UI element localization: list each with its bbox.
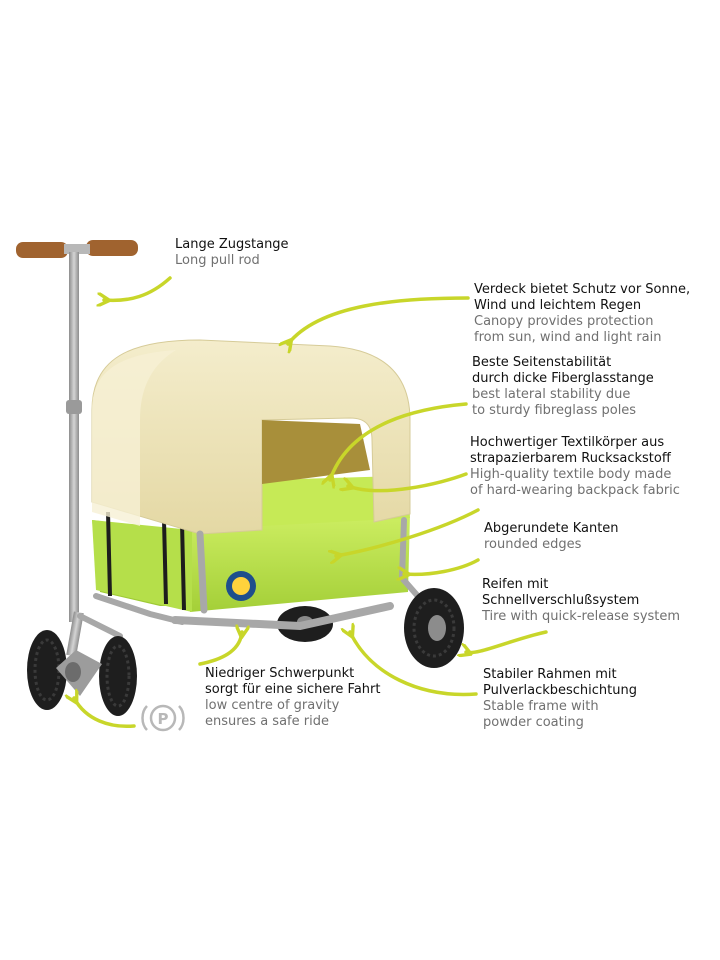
label-en-1: low centre of gravity: [205, 698, 340, 713]
label-de: Abgerundete Kanten: [484, 521, 619, 536]
label-frame: Stabiler Rahmen mit Pulverlackbeschichtu…: [483, 667, 637, 731]
label-textile: Hochwertiger Textilkörper aus strapazier…: [470, 435, 680, 499]
front-right-wheel: [404, 588, 464, 668]
handle-grip-right: [86, 240, 138, 256]
label-de: Lange Zugstange: [175, 237, 289, 252]
arrow-textile: [348, 472, 468, 493]
label-en-2: of hard-wearing backpack fabric: [470, 483, 680, 498]
label-en-2: to sturdy fibreglass poles: [472, 403, 637, 418]
label-de-1: Beste Seitenstabilität: [472, 355, 612, 370]
label-canopy: Verdeck bietet Schutz vor Sonne, Wind un…: [474, 282, 690, 346]
label-en: Tire with quick-release system: [482, 609, 681, 624]
pull-rod: [16, 240, 138, 657]
arrow-tires: [466, 630, 548, 653]
label-de-1: Hochwertiger Textilkörper aus: [470, 435, 665, 450]
label-de-2: sorgt für eine sichere Fahrt: [205, 682, 381, 697]
label-gravity: Niedriger Schwerpunkt sorgt für eine sic…: [205, 666, 381, 730]
arrow-edges: [336, 508, 480, 556]
label-de-2: Schnellverschlußsystem: [482, 593, 640, 608]
label-en-1: Stable frame with: [483, 699, 599, 714]
label-en-2: from sun, wind and light rain: [474, 330, 662, 345]
label-de-1: Stabiler Rahmen mit: [483, 667, 617, 682]
label-de-2: Pulverlackbeschichtung: [483, 683, 637, 698]
label-stability: Beste Seitenstabilität durch dicke Fiber…: [472, 355, 654, 419]
label-en-1: High-quality textile body made: [470, 467, 672, 482]
arrow-canopy: [288, 296, 470, 344]
label-de-1: Niedriger Schwerpunkt: [205, 666, 355, 681]
arrow-stability: [330, 402, 468, 480]
label-en: Long pull rod: [175, 253, 260, 268]
label-tires: Reifen mit Schnellverschlußsystem Tire w…: [482, 577, 680, 625]
parking-symbol: P: [158, 710, 169, 728]
handle-grip-left: [16, 242, 68, 258]
label-en: rounded edges: [484, 537, 582, 552]
label-de-2: strapazierbarem Rucksackstoff: [470, 451, 671, 466]
arrow-parking: [74, 698, 136, 729]
arrow-gravity: [198, 632, 242, 666]
parking-brake-icon: P: [141, 704, 185, 732]
label-de-2: Wind und leichtem Regen: [474, 298, 642, 313]
label-en-2: ensures a safe ride: [205, 714, 329, 729]
steering-wheels: [27, 630, 137, 716]
label-en-1: best lateral stability due: [472, 387, 631, 402]
canopy: [91, 339, 411, 535]
arrow-pull-rod: [104, 276, 172, 300]
annotation-arrows: [74, 276, 548, 729]
canopy-window: [262, 420, 370, 484]
label-en-1: Canopy provides protection: [474, 314, 654, 329]
label-de-1: Reifen mit: [482, 577, 549, 592]
label-de-1: Verdeck bietet Schutz vor Sonne,: [474, 282, 691, 297]
label-de-2: durch dicke Fiberglasstange: [472, 371, 654, 386]
arrow-frame: [350, 632, 478, 697]
label-pull-rod: Lange Zugstange Long pull rod: [175, 237, 289, 269]
arrow-edges-frame: [404, 558, 480, 574]
textile-body: [92, 476, 410, 612]
label-edges: Abgerundete Kanten rounded edges: [484, 521, 619, 553]
label-en-2: powder coating: [483, 715, 584, 730]
